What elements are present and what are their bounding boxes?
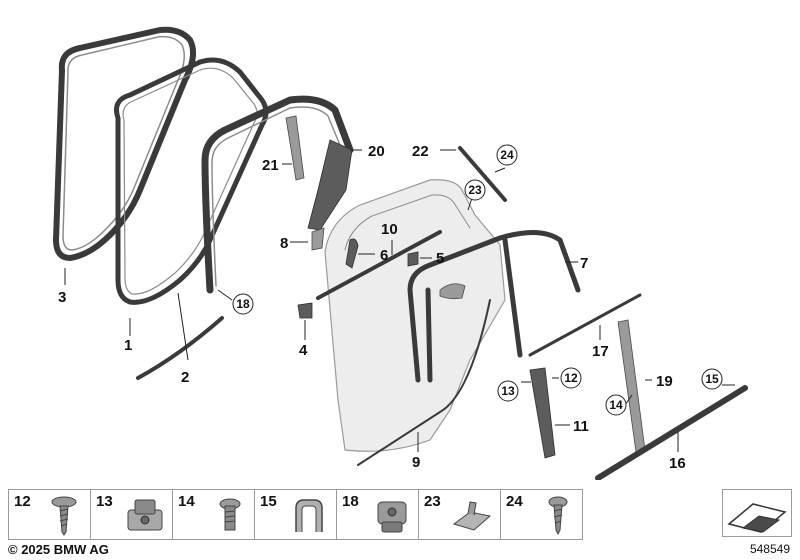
callout-17: 17 — [592, 343, 609, 360]
torx-screw-icon — [548, 496, 568, 536]
circled-callout-12: 12 — [560, 367, 582, 389]
pillar-trim-19 — [617, 319, 646, 453]
svg-text:18: 18 — [236, 297, 250, 311]
legend-cell-15[interactable]: 15 — [255, 490, 337, 539]
legend-number: 18 — [342, 493, 359, 510]
diagram-number: 548549 — [749, 542, 790, 556]
circled-callout-13: 13 — [497, 380, 519, 402]
screw-icon — [51, 496, 77, 536]
legend-cell-18[interactable]: 18 — [337, 490, 419, 539]
legend-cell-23[interactable]: 23 — [419, 490, 501, 539]
waist-seal-outer — [528, 293, 642, 357]
legend-number: 14 — [178, 493, 195, 510]
pillar-cover — [285, 115, 305, 181]
bracket-clip-icon — [452, 501, 492, 531]
legend-number: 12 — [14, 493, 31, 510]
callout-9: 9 — [412, 454, 420, 471]
legend-number: 15 — [260, 493, 277, 510]
svg-text:23: 23 — [468, 183, 482, 197]
callout-16: 16 — [669, 455, 686, 472]
door-seal-outer — [53, 26, 197, 261]
pillar-trim-11 — [529, 367, 556, 459]
circled-callout-14: 14 — [605, 394, 627, 416]
parts-diagram: 3 1 2 4 5 6 7 8 9 10 11 17 19 16 21 20 2… — [53, 26, 748, 480]
window-channel — [407, 229, 581, 383]
circled-callout-24: 24 — [496, 144, 518, 166]
callout-19: 19 — [656, 373, 673, 390]
svg-text:15: 15 — [705, 372, 719, 386]
callout-2: 2 — [181, 369, 189, 386]
copyright-notice: © 2025 BMW AG — [8, 542, 109, 557]
clip-nut-icon — [127, 499, 163, 531]
legend-number: 24 — [506, 493, 523, 510]
callout-3: 3 — [58, 289, 66, 306]
small-parts-legend: 12 13 14 15 18 — [8, 489, 583, 540]
expanding-nut-icon — [377, 501, 407, 533]
legend-cell-14[interactable]: 14 — [173, 490, 255, 539]
callout-1: 1 — [124, 337, 132, 354]
legend-number: 13 — [96, 493, 113, 510]
bolt-icon — [219, 498, 241, 531]
window-guide — [425, 237, 523, 383]
legend-cell-12[interactable]: 12 — [9, 490, 91, 539]
callout-4: 4 — [299, 342, 308, 359]
callout-7: 7 — [580, 255, 588, 272]
sill-trim-16 — [595, 385, 748, 480]
callout-21: 21 — [262, 157, 279, 174]
callout-11: 11 — [573, 418, 589, 435]
edge-clip-icon — [295, 499, 323, 532]
door-seal-inner — [114, 57, 269, 305]
clip-6 — [345, 238, 359, 269]
legend-cell-13[interactable]: 13 — [91, 490, 173, 539]
rear-door-shell — [324, 179, 506, 452]
circled-callout-15: 15 — [701, 368, 723, 390]
car-orientation-icon — [727, 503, 787, 533]
svg-text:12: 12 — [564, 371, 578, 385]
callout-22: 22 — [412, 143, 429, 160]
circled-callout-18: 18 — [232, 293, 254, 315]
trim-strip-22 — [458, 146, 507, 202]
callout-10: 10 — [381, 221, 398, 238]
waist-seal-inner — [316, 230, 442, 300]
clip-5 — [407, 251, 419, 267]
callout-20: 20 — [368, 143, 385, 160]
legend-number: 23 — [424, 493, 441, 510]
svg-text:14: 14 — [609, 398, 623, 412]
orientation-box — [722, 489, 792, 537]
circled-callout-23: 23 — [464, 179, 486, 201]
leader-lines — [64, 149, 735, 452]
door-bottom-seal — [357, 299, 491, 466]
small-trim-piece — [311, 227, 325, 251]
clip-4 — [297, 302, 313, 319]
sill-seal — [136, 316, 224, 380]
callout-5: 5 — [436, 250, 444, 267]
svg-text:24: 24 — [500, 148, 514, 162]
svg-text:13: 13 — [501, 384, 515, 398]
callout-6: 6 — [380, 247, 388, 264]
legend-cell-24[interactable]: 24 — [501, 490, 582, 539]
callout-8: 8 — [280, 235, 288, 252]
